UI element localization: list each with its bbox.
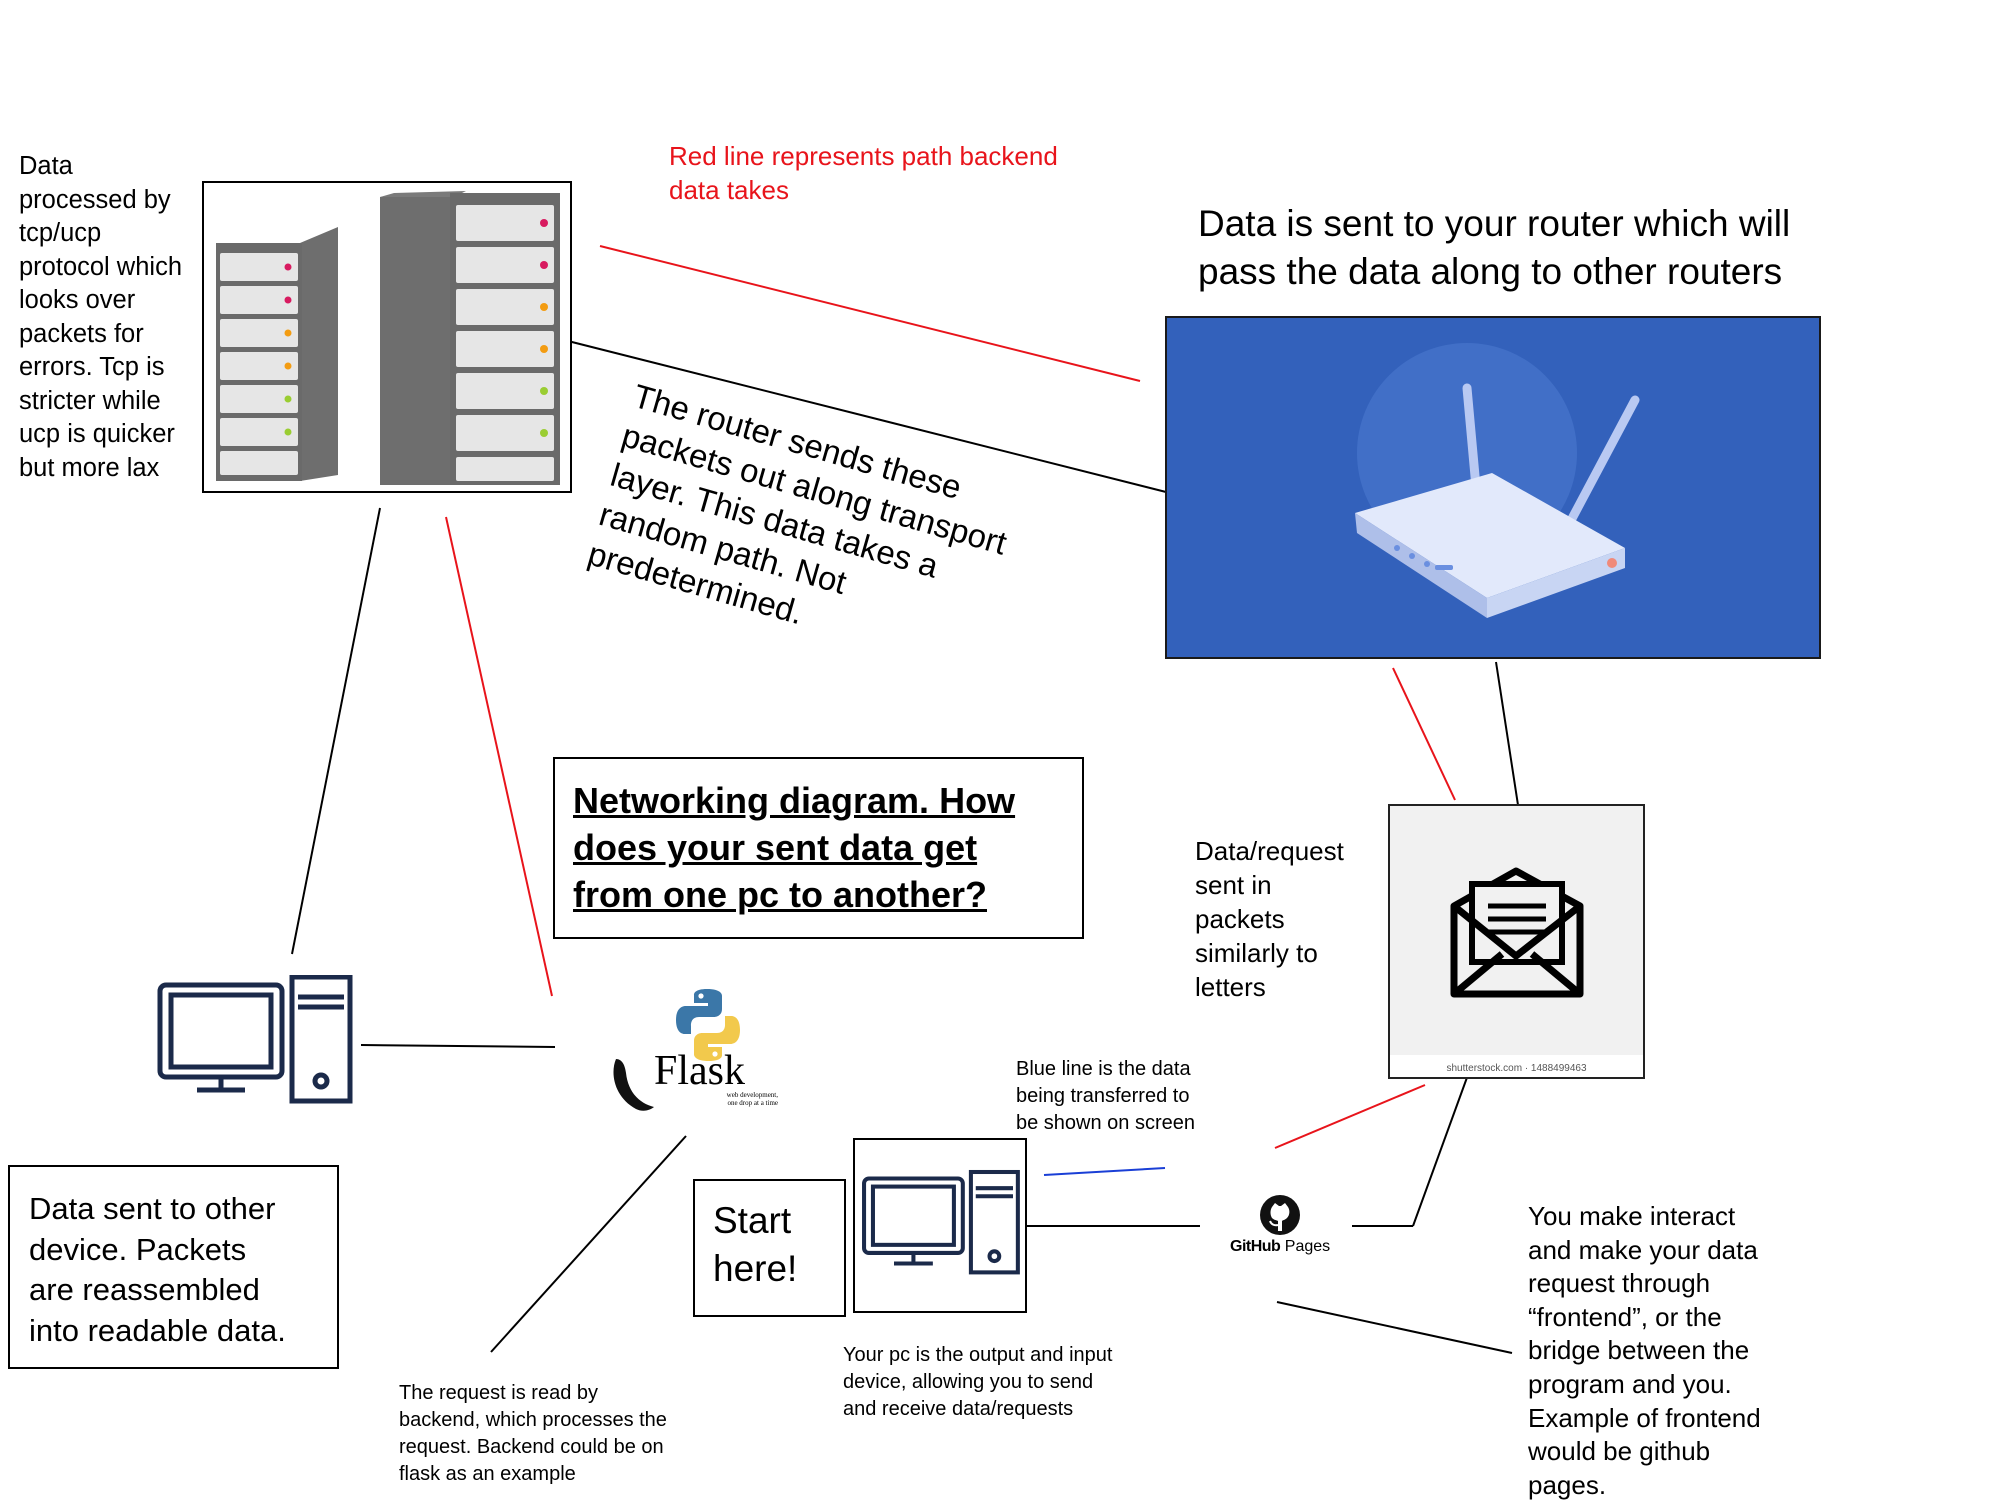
github-pages-wordmark: GitHub Pages [1230, 1237, 1340, 1257]
desktop-pc-icon [862, 1169, 1020, 1275]
black-line-server-router [563, 339, 1167, 493]
reassembled-note-box: Data sent to other device. Packets are r… [8, 1165, 339, 1369]
flask-logo: Flask web development, one drop at a tim… [608, 985, 778, 1113]
flask-horn-icon [613, 1059, 654, 1111]
start-here-label: Start here! [713, 1200, 798, 1289]
blue-line-data-transfer [1043, 1167, 1166, 1176]
python-icon [676, 989, 740, 1061]
your-pc-box [853, 1138, 1027, 1313]
envelope-icon [1450, 867, 1584, 998]
start-here-box: Start here! [693, 1179, 846, 1317]
frontend-note: You make interact and make your data req… [1528, 1201, 1761, 1500]
github-icon [1260, 1195, 1300, 1235]
red-line-envelope-github [1274, 1084, 1426, 1149]
github-brand-text: GitHub [1230, 1238, 1281, 1255]
packets-letters-note: Data/request sent in packets similarly t… [1195, 836, 1344, 1002]
red-line-server-router [599, 245, 1141, 382]
reassembled-note: Data sent to other device. Packets are r… [29, 1191, 286, 1348]
black-line-flask-backend [490, 1135, 687, 1353]
router-caption: Data is sent to your router which will p… [1198, 203, 1791, 292]
github-pages-logo: GitHub Pages [1225, 1193, 1335, 1259]
blue-line-legend: Blue line is the data being transferred … [1016, 1058, 1196, 1134]
router-image [1165, 316, 1821, 659]
diagram-title: Networking diagram. How does your sent d… [573, 780, 1016, 915]
flask-wordmark: Flask [654, 1048, 746, 1094]
black-line-github-frontend [1276, 1301, 1513, 1354]
envelope-stock-caption: shutterstock.com · 1488499463 [1446, 1063, 1587, 1074]
tcp-ucp-note: Data processed by tcp/ucp protocol which… [19, 152, 182, 482]
black-line-router-envelope [1495, 661, 1519, 806]
red-line-server-flask [445, 516, 553, 997]
red-line-router-envelope [1392, 667, 1456, 801]
black-line-pc-flask [360, 1044, 556, 1048]
server-image [202, 181, 572, 493]
black-line-server-pc [291, 507, 381, 955]
your-pc-note: Your pc is the output and input device, … [843, 1344, 1113, 1420]
backend-note: The request is read by backend, which pr… [399, 1382, 667, 1485]
github-product-text: Pages [1284, 1238, 1331, 1255]
red-line-legend: Red line represents path backend data ta… [669, 141, 1058, 205]
envelope-image: shutterstock.com · 1488499463 [1388, 804, 1645, 1079]
server-rack-icon [216, 191, 560, 485]
router-icon [1355, 343, 1640, 618]
diagram-title-box: Networking diagram. How does your sent d… [553, 757, 1084, 939]
black-line-github-envelope-v [1412, 1060, 1474, 1227]
desktop-pc-icon [157, 975, 353, 1104]
flask-tagline: web development, one drop at a time [726, 1091, 778, 1107]
